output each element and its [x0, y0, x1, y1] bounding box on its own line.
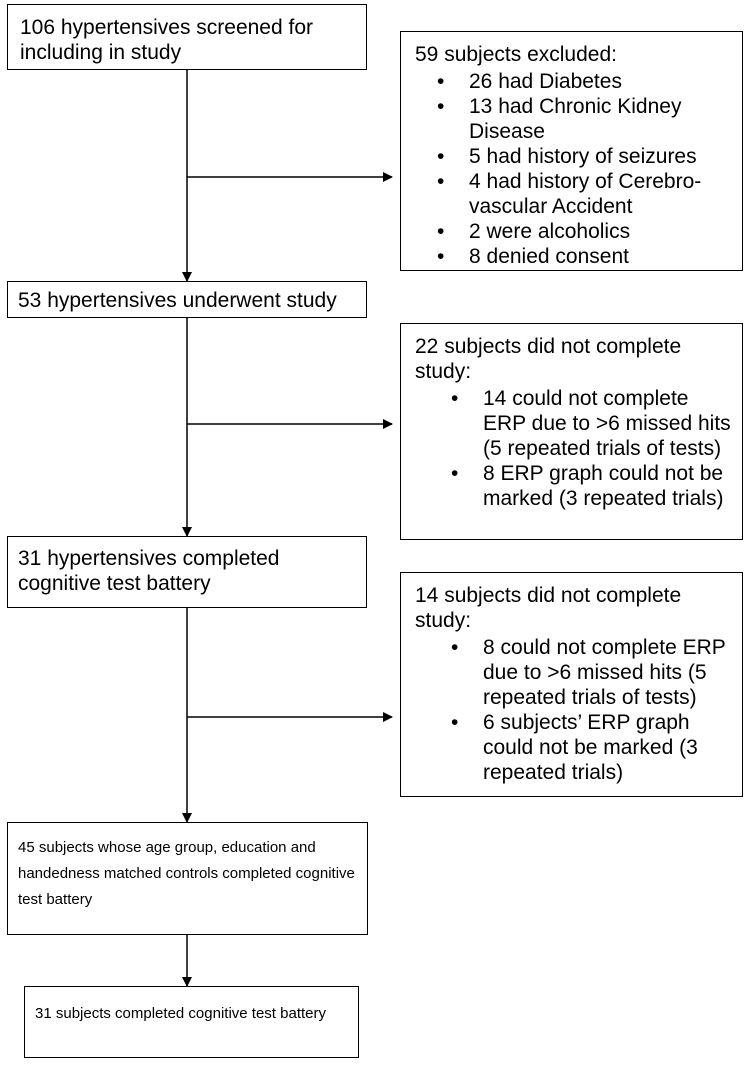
list-item: •26 had Diabetes — [437, 70, 622, 93]
step-box-screened: 106 hypertensives screened for including… — [7, 4, 367, 70]
bullet-icon: • — [451, 711, 459, 734]
bullet-icon: • — [437, 220, 445, 243]
exclusion-title: 14 subjects did not complete study: — [415, 584, 682, 632]
step-box-matched-controls: 45 subjects whose age group, education a… — [7, 822, 368, 935]
list-item: •8 denied consent — [437, 245, 629, 268]
list-item: •14 could not complete ERP due to >6 mis… — [451, 387, 731, 460]
step-box-completed-battery: 31 hypertensives completed cognitive tes… — [7, 536, 367, 608]
bullet-icon: • — [451, 387, 459, 410]
list-item: •2 were alcoholics — [437, 220, 631, 243]
step-text: 31 hypertensives completed cognitive tes… — [18, 547, 280, 595]
step-box-final: 31 subjects completed cognitive test bat… — [24, 986, 359, 1058]
step-text: 106 hypertensives screened for including… — [20, 16, 314, 64]
exclusion-list: •26 had Diabetes •13 had Chronic Kidney … — [415, 69, 732, 269]
bullet-icon: • — [437, 70, 445, 93]
exclusion-list: •14 could not complete ERP due to >6 mis… — [415, 386, 732, 511]
list-item: •13 had Chronic Kidney Disease — [437, 95, 682, 143]
list-item: •5 had history of seizures — [437, 145, 697, 168]
bullet-icon: • — [437, 245, 445, 268]
step-box-underwent: 53 hypertensives underwent study — [7, 281, 367, 318]
list-item: •4 had history of Cerebro-vascular Accid… — [437, 170, 702, 218]
exclusion-box-3: 14 subjects did not complete study: •8 c… — [400, 572, 743, 797]
list-item: •8 ERP graph could not be marked (3 repe… — [451, 462, 724, 510]
step-text: 31 subjects completed cognitive test bat… — [35, 1005, 326, 1022]
step-text: 45 subjects whose age group, education a… — [18, 839, 355, 908]
list-item: •8 could not complete ERP due to >6 miss… — [451, 636, 726, 709]
bullet-icon: • — [437, 170, 445, 193]
exclusion-list: •8 could not complete ERP due to >6 miss… — [415, 635, 732, 785]
exclusion-box-1: 59 subjects excluded: •26 had Diabetes •… — [400, 31, 743, 271]
step-text: 53 hypertensives underwent study — [18, 289, 337, 312]
bullet-icon: • — [437, 145, 445, 168]
list-item: •6 subjects’ ERP graph could not be mark… — [451, 711, 698, 784]
bullet-icon: • — [451, 636, 459, 659]
exclusion-title: 59 subjects excluded: — [415, 43, 617, 66]
exclusion-title: 22 subjects did not complete study: — [415, 335, 682, 383]
bullet-icon: • — [451, 462, 459, 485]
bullet-icon: • — [437, 95, 445, 118]
exclusion-box-2: 22 subjects did not complete study: •14 … — [400, 323, 743, 540]
